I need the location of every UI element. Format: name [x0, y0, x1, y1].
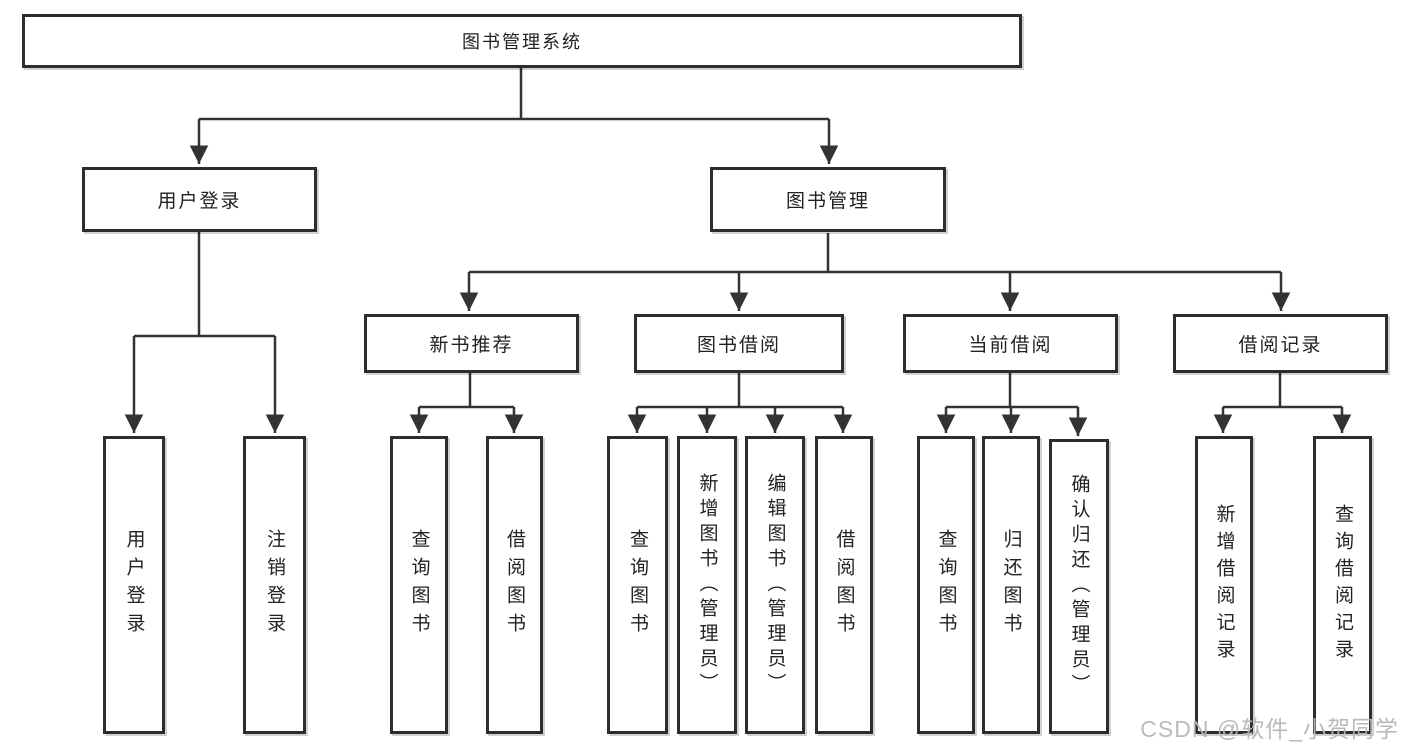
node-user-login: 用户登录 [82, 167, 317, 232]
edge-root-rail [199, 68, 829, 121]
leaf-user-login: 用户登录 [103, 436, 165, 734]
leaf-return-books: 归还图书 [982, 436, 1040, 734]
leaf-query-books-3: 查询图书 [917, 436, 975, 734]
leaf-query-books-2: 查询图书 [607, 436, 668, 734]
edge-current-borrow-rail [946, 373, 1078, 409]
node-library-system: 图书管理系统 [22, 14, 1022, 68]
edge-book-mgmt-rail [469, 233, 1281, 274]
leaf-borrow-books-2: 借阅图书 [815, 436, 873, 734]
leaf-query-books-1: 查询图书 [390, 436, 448, 734]
leaf-add-borrow-record: 新增借阅记录 [1195, 436, 1253, 734]
leaf-add-books-admin: 新增图书（管理员） [677, 436, 737, 734]
leaf-query-borrow-record: 查询借阅记录 [1313, 436, 1372, 734]
edge-user-login-rail [134, 232, 275, 338]
csdn-watermark: CSDN @软件_小贺同学 [1140, 716, 1399, 742]
leaf-borrow-books-1: 借阅图书 [486, 436, 543, 734]
node-current-borrowing: 当前借阅 [903, 314, 1118, 373]
edge-new-book-rec-rail [419, 373, 514, 409]
leaf-logout: 注销登录 [243, 436, 306, 734]
node-book-borrowing: 图书借阅 [634, 314, 844, 373]
node-book-management: 图书管理 [710, 167, 946, 232]
leaf-edit-books-admin: 编辑图书（管理员） [745, 436, 805, 734]
node-new-book-recommend: 新书推荐 [364, 314, 579, 373]
edge-borrow-records-rail [1223, 373, 1342, 409]
edge-book-borrow-rail [637, 373, 843, 409]
leaf-confirm-return-admin: 确认归还（管理员） [1049, 439, 1109, 734]
node-borrowing-records: 借阅记录 [1173, 314, 1388, 373]
